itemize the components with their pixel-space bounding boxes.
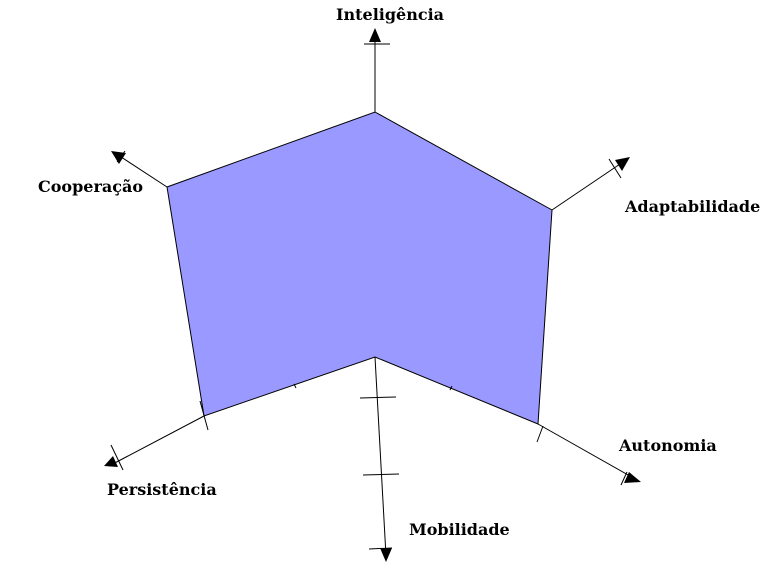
label-persistencia: Persistência bbox=[107, 480, 217, 499]
tick-adaptabilidade-1 bbox=[608, 158, 622, 179]
tick-autonomia-2 bbox=[620, 471, 628, 486]
axis-mobilidade bbox=[374, 356, 387, 557]
tick-persistencia-2 bbox=[110, 444, 124, 471]
label-adaptabilidade: Adaptabilidade bbox=[625, 197, 761, 216]
arrowhead-autonomia bbox=[624, 472, 641, 483]
arrowhead-persistencia bbox=[104, 456, 118, 467]
axis-autonomia bbox=[537, 423, 638, 481]
axis-cooperacao bbox=[114, 152, 168, 188]
axis-persistencia bbox=[108, 415, 205, 467]
tick-mobilidade-1 bbox=[359, 396, 397, 399]
label-inteligencia: Inteligência bbox=[336, 5, 445, 24]
arrowhead-cooperacao bbox=[111, 151, 126, 164]
tick-autonomia-1 bbox=[536, 425, 544, 443]
arrowhead-adaptabilidade bbox=[615, 157, 630, 171]
tick-inner-2 bbox=[449, 385, 453, 391]
arrowheads-group bbox=[104, 28, 641, 562]
label-cooperacao: Cooperação bbox=[38, 177, 144, 196]
tick-persistencia-1 bbox=[199, 400, 209, 431]
label-mobilidade: Mobilidade bbox=[409, 520, 510, 539]
axes-group bbox=[108, 36, 638, 557]
arrowhead-mobilidade bbox=[380, 548, 392, 562]
label-autonomia: Autonomia bbox=[619, 436, 717, 455]
tick-inner-1 bbox=[293, 383, 297, 389]
value-polygon bbox=[166, 111, 553, 425]
axis-adaptabilidade bbox=[551, 159, 627, 211]
arrowhead-inteligencia bbox=[369, 28, 381, 42]
tick-mobilidade-2 bbox=[362, 473, 400, 476]
